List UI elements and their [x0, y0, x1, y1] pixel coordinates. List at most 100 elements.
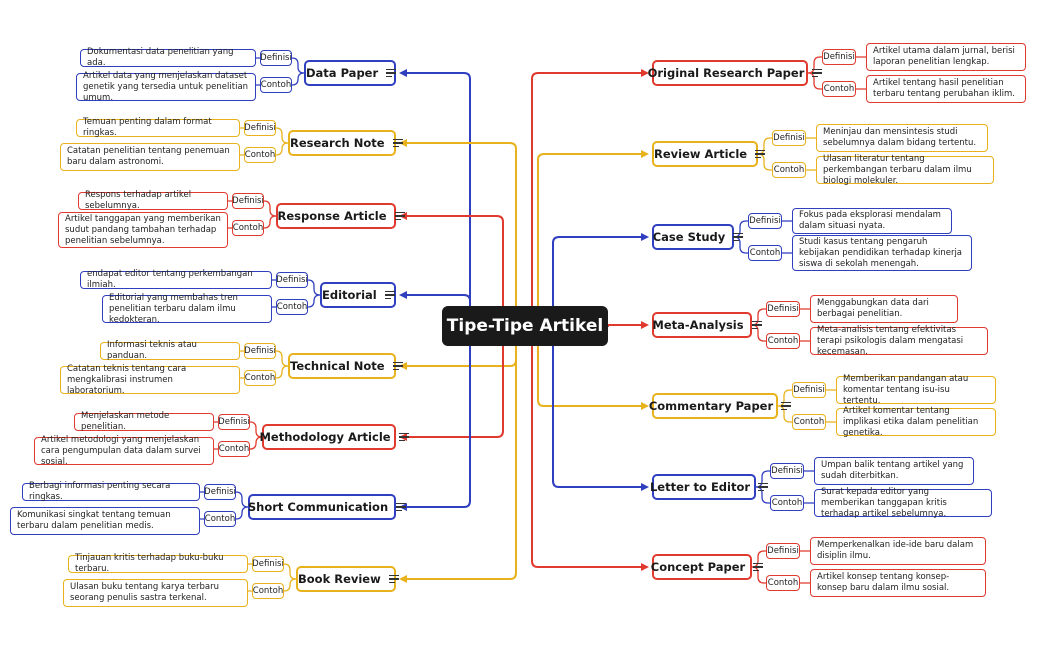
topic-label: Book Review: [298, 572, 381, 586]
notes-icon: [386, 69, 397, 77]
definition-tag[interactable]: Definisi: [204, 484, 236, 500]
topic-right-5[interactable]: Letter to Editor: [650, 474, 769, 500]
connector-line: [751, 324, 767, 342]
topic-label: Case Study: [652, 230, 726, 244]
connector-line: [807, 72, 823, 90]
definition-tag[interactable]: Definisi: [748, 213, 782, 229]
example-tag[interactable]: Contoh: [822, 81, 856, 97]
definition-tag[interactable]: Definisi: [766, 543, 800, 559]
example-tag[interactable]: Contoh: [766, 333, 800, 349]
topic-left-3[interactable]: Editorial: [320, 282, 396, 308]
topic-left-1[interactable]: Research Note: [288, 130, 403, 156]
topic-left-5[interactable]: Methodology Article: [259, 424, 409, 450]
topic-right-6[interactable]: Concept Paper: [651, 554, 764, 580]
connector-line: [275, 127, 289, 144]
arrow-head-icon: [641, 483, 649, 491]
arrow-head-icon: [399, 139, 407, 147]
connector-line: [307, 279, 321, 296]
example-tag[interactable]: Contoh: [748, 245, 782, 261]
arrow-head-icon: [399, 69, 407, 77]
connector-line: [275, 365, 289, 379]
connector-line: [283, 563, 297, 580]
definition-text: Tinjauan kritis terhadap buku-buku terba…: [68, 553, 248, 574]
connector-line: [291, 57, 305, 74]
topic-right-4[interactable]: Commentary Paper: [648, 393, 792, 419]
topic-label: Methodology Article: [259, 430, 391, 444]
example-tag[interactable]: Contoh: [252, 583, 284, 599]
example-tag[interactable]: Contoh: [218, 441, 250, 457]
connector-line: [777, 405, 793, 423]
definition-tag[interactable]: Definisi: [766, 301, 800, 317]
definition-tag[interactable]: Definisi: [822, 49, 856, 65]
arrow-head-icon: [641, 563, 649, 571]
topic-label: Short Communication: [247, 500, 389, 514]
definition-tag[interactable]: Definisi: [232, 193, 264, 209]
connector-line: [275, 350, 289, 367]
definition-tag[interactable]: Definisi: [252, 556, 284, 572]
topic-right-0[interactable]: Original Research Paper: [648, 60, 823, 86]
example-tag[interactable]: Contoh: [770, 495, 804, 511]
topic-label: Original Research Paper: [647, 66, 805, 80]
example-text: Artikel konsep tentang konsep-konsep bar…: [810, 569, 986, 597]
example-text: Meta-analisis tentang efektivitas terapi…: [810, 325, 988, 357]
connector-line: [403, 325, 517, 580]
example-tag[interactable]: Contoh: [772, 162, 806, 178]
topic-label: Response Article: [277, 209, 387, 223]
definition-tag[interactable]: Definisi: [772, 130, 806, 146]
example-tag[interactable]: Contoh: [204, 511, 236, 527]
notes-icon: [392, 362, 403, 370]
connector-line: [733, 236, 749, 254]
definition-tag[interactable]: Definisi: [792, 382, 826, 398]
connector-line: [751, 550, 767, 568]
definition-tag[interactable]: Definisi: [218, 414, 250, 430]
topic-label: Data Paper: [306, 66, 379, 80]
definition-text: Menggabungkan data dari berbagai penelit…: [810, 295, 958, 323]
connector-line: [235, 491, 249, 508]
example-text: Ulasan literatur tentang perkembangan te…: [816, 154, 994, 186]
example-tag[interactable]: Contoh: [792, 414, 826, 430]
example-text: Artikel komentar tentang implikasi etika…: [836, 406, 996, 438]
connector-line: [403, 325, 471, 508]
definition-text: Temuan penting dalam format ringkas.: [76, 117, 240, 138]
example-text: Artikel tentang hasil penelitian terbaru…: [866, 75, 1026, 103]
topic-left-7[interactable]: Book Review: [296, 566, 399, 592]
topic-left-4[interactable]: Technical Note: [288, 353, 403, 379]
arrow-head-icon: [399, 362, 407, 370]
definition-tag[interactable]: Definisi: [770, 463, 804, 479]
example-text: Catatan teknis tentang cara mengkalibras…: [60, 364, 240, 396]
definition-tag[interactable]: Definisi: [260, 50, 292, 66]
example-tag[interactable]: Contoh: [276, 299, 308, 315]
example-text: Ulasan buku tentang karya terbaru seoran…: [63, 579, 248, 607]
notes-icon: [755, 150, 766, 158]
example-tag[interactable]: Contoh: [260, 77, 292, 93]
definition-text: Meninjau dan mensintesis studi sebelumny…: [816, 124, 988, 152]
topic-left-0[interactable]: Data Paper: [304, 60, 397, 86]
example-tag[interactable]: Contoh: [232, 220, 264, 236]
example-tag[interactable]: Contoh: [766, 575, 800, 591]
topic-left-2[interactable]: Response Article: [276, 203, 405, 229]
topic-label: Commentary Paper: [648, 399, 774, 413]
definition-tag[interactable]: Definisi: [244, 343, 276, 359]
topic-right-2[interactable]: Case Study: [652, 224, 744, 250]
connector-line: [275, 142, 289, 156]
connector-line: [403, 72, 471, 327]
definition-tag[interactable]: Definisi: [276, 272, 308, 288]
definition-text: Informasi teknis atau panduan.: [100, 340, 240, 361]
connector-line: [249, 421, 263, 438]
arrow-head-icon: [399, 291, 407, 299]
central-topic[interactable]: Tipe-Tipe Artikel: [442, 306, 608, 346]
arrow-head-icon: [641, 402, 649, 410]
topic-right-3[interactable]: Meta-Analysis: [652, 312, 762, 338]
definition-text: Memperkenalkan ide-ide baru dalam disipl…: [810, 537, 986, 565]
example-tag[interactable]: Contoh: [244, 147, 276, 163]
connector-line: [403, 142, 517, 327]
topic-left-6[interactable]: Short Communication: [247, 494, 407, 520]
arrow-head-icon: [641, 69, 649, 77]
topic-right-1[interactable]: Review Article: [652, 141, 766, 167]
definition-text: Menjelaskan metode penelitian.: [74, 411, 214, 432]
example-tag[interactable]: Contoh: [244, 370, 276, 386]
connector-line: [751, 566, 767, 584]
arrow-head-icon: [399, 575, 407, 583]
definition-tag[interactable]: Definisi: [244, 120, 276, 136]
